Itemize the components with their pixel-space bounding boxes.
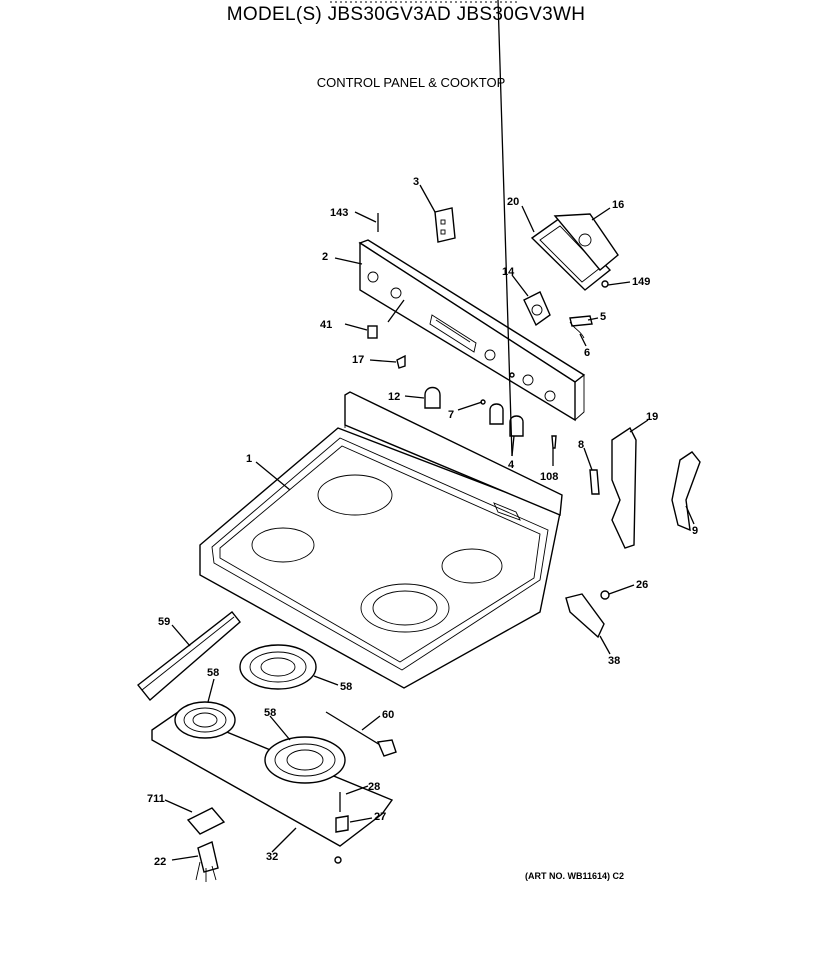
callout-8: 8 (578, 439, 584, 451)
callout-149: 149 (632, 276, 650, 288)
callout-60: 60 (382, 709, 394, 721)
callout-2: 2 (322, 251, 328, 263)
callout-4: 4 (508, 459, 515, 471)
small-parts-drawing (367, 207, 701, 639)
callout-59: 59 (158, 616, 170, 628)
callout-108: 108 (540, 471, 558, 483)
callout-27: 27 (374, 811, 386, 823)
callout-labels: 1 2 3 4 5 6 7 8 9 12 14 16 17 19 20 22 2… (147, 176, 698, 868)
callout-1: 1 (246, 453, 252, 465)
callout-7: 7 (448, 409, 454, 421)
cooktop-drawing (199, 391, 563, 689)
callout-41: 41 (320, 319, 332, 331)
callout-20: 20 (507, 196, 519, 208)
burner-assembly-drawing (137, 611, 397, 882)
callout-3: 3 (413, 176, 419, 188)
diagram-header: MODEL(S) JBS30GV3AD JBS30GV3WH CONTROL P… (0, 0, 832, 110)
control-panel-drawing (358, 239, 586, 422)
section-title: CONTROL PANEL & COOKTOP (316, 75, 506, 90)
callout-143: 143 (330, 207, 348, 219)
callout-5: 5 (600, 311, 606, 323)
callout-9: 9 (692, 525, 698, 537)
callout-28: 28 (368, 781, 380, 793)
art-number: (ART NO. WB11614) C2 (525, 871, 625, 881)
callout-16: 16 (612, 199, 624, 211)
callout-38: 38 (608, 655, 620, 667)
callout-19: 19 (646, 411, 658, 423)
model-title: MODEL(S) JBS30GV3AD JBS30GV3WH (226, 4, 586, 25)
callout-26: 26 (636, 579, 648, 591)
callout-58-b: 58 (340, 681, 352, 693)
callout-17: 17 (352, 354, 364, 366)
callout-6: 6 (584, 347, 590, 359)
callout-12: 12 (388, 391, 400, 403)
callout-22: 22 (154, 856, 166, 868)
callout-14: 14 (502, 266, 515, 278)
leader-lines (164, 0, 695, 861)
callout-58-c: 58 (264, 707, 276, 719)
callout-58-a: 58 (207, 667, 219, 679)
callout-32: 32 (266, 851, 278, 863)
callout-711: 711 (147, 793, 165, 805)
